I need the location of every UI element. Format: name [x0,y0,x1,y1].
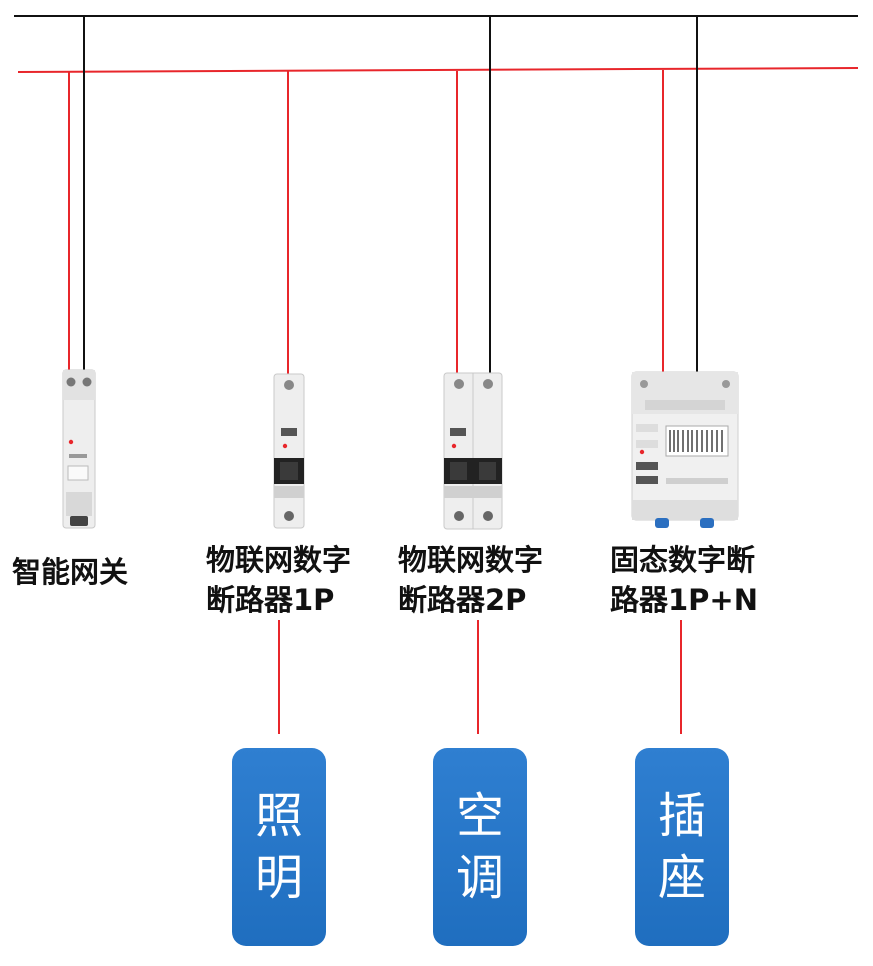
gateway-label-line-1: 智能网关 [12,555,129,589]
solid-1pn-device [631,371,739,528]
socket-char-1: 插 [657,788,706,844]
ac-load-box: 空 调 [433,748,527,946]
socket-load-box: 插 座 [635,748,729,946]
solid-1pn-label: 固态数字断 路器1P+N [610,540,758,620]
iot-1p-label: 物联网数字 断路器1P [206,540,351,620]
solid-1pn-label-line-2: 路器1P+N [610,583,759,617]
iot-2p-label: 物联网数字 断路器2P [398,540,543,620]
iot-2p-label-line-1: 物联网数字 [398,543,544,577]
gateway-device [62,369,96,529]
lighting-load-box: 照 明 [232,748,326,946]
socket-char-2: 座 [657,850,706,906]
iot-2p-device [443,372,503,530]
ac-char-1: 空 [455,788,504,844]
solid-1pn-label-line-1: 固态数字断 [610,543,756,577]
ac-char-2: 调 [455,850,504,906]
iot-1p-label-line-2: 断路器1P [206,583,335,617]
lighting-char-1: 照 [254,788,303,844]
live-bus-line [17,67,859,73]
lighting-char-2: 明 [254,850,303,906]
iot-2p-label-line-2: 断路器2P [398,583,527,617]
iot-1p-device [273,373,305,529]
gateway-label: 智能网关 [12,552,128,592]
iot-1p-label-line-1: 物联网数字 [206,543,352,577]
